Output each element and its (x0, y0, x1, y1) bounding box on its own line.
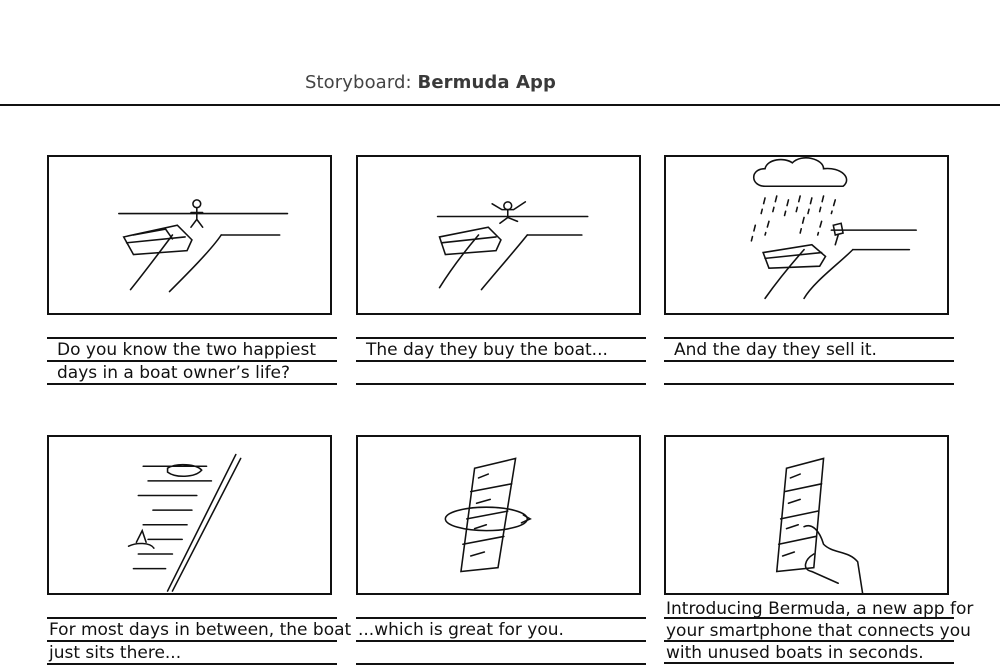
caption-line: days in a boat owner’s life? (57, 363, 291, 383)
phone-rotate-sketch (444, 457, 532, 573)
title-app-name: Bermuda App (417, 72, 556, 93)
storyboard-panel-1 (47, 155, 332, 315)
caption-line: just sits there... (49, 643, 182, 663)
storyboard-panel-4 (47, 435, 332, 595)
caption-line: For most days in between, the boat (49, 620, 352, 640)
caption-line: Do you know the two happiest (57, 340, 317, 360)
caption-line: And the day they sell it. (674, 340, 877, 360)
caption-line: Introducing Bermuda, a new app for (666, 599, 974, 619)
rain-sale-sketch (750, 157, 917, 300)
header-divider (0, 104, 1000, 106)
phone-tap-sketch (775, 457, 864, 593)
storyboard-panel-5 (356, 435, 641, 595)
jumping-owner-sketch (436, 201, 589, 291)
storyboard-panel-3 (664, 155, 949, 315)
marina-sketch (127, 453, 242, 592)
title-prefix: Storyboard: (305, 72, 418, 93)
storyboard-panel-6 (664, 435, 949, 595)
storyboard-panel-2 (356, 155, 641, 315)
caption-line: ...which is great for you. (358, 620, 564, 640)
caption-line: your smartphone that connects you (666, 621, 971, 641)
caption-line: with unused boats in seconds. (666, 643, 924, 663)
boat-dock-sketch (118, 199, 289, 293)
caption-line: The day they buy the boat... (366, 340, 608, 360)
storyboard-title: Storyboard: Bermuda App (305, 72, 556, 93)
